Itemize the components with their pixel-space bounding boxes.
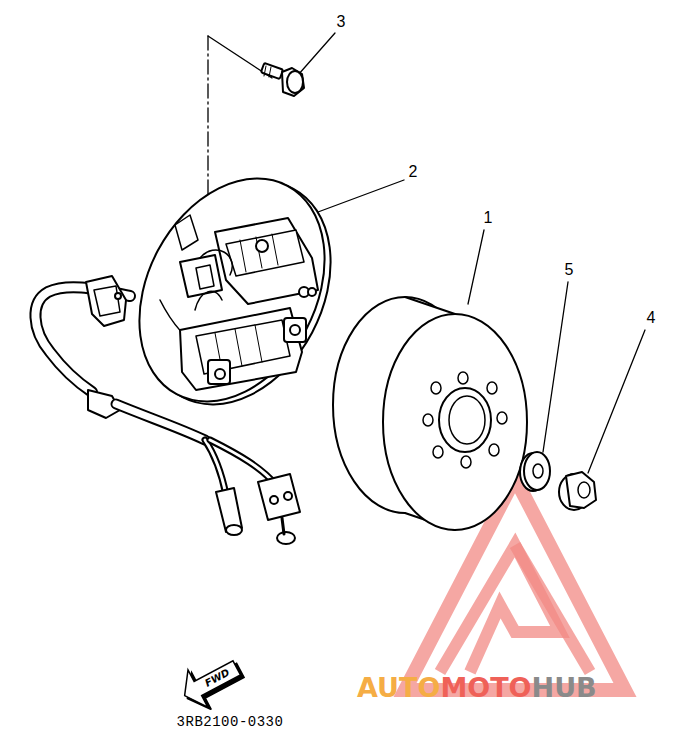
callout-number: 4 xyxy=(647,310,656,326)
washer xyxy=(520,452,550,491)
callout-number: 2 xyxy=(409,164,418,180)
callout-number: 3 xyxy=(337,14,346,30)
callout-number: 1 xyxy=(484,210,493,226)
direction-arrow: FWD xyxy=(172,644,252,718)
bolt xyxy=(261,63,304,96)
callout-number: 5 xyxy=(565,262,574,278)
watermark-text: HUB xyxy=(532,674,597,701)
flange-nut xyxy=(559,472,596,510)
flywheel-rotor xyxy=(333,297,527,530)
stator-assembly xyxy=(102,146,367,436)
diagram-code: 3RB2100-0330 xyxy=(177,715,284,729)
wire-harness xyxy=(35,276,300,544)
watermark: AUTOMOTOHUB xyxy=(357,674,597,701)
watermark-text: AUTO xyxy=(357,674,440,701)
arrow-body xyxy=(175,649,247,714)
watermark-text: MOTO xyxy=(440,674,531,701)
